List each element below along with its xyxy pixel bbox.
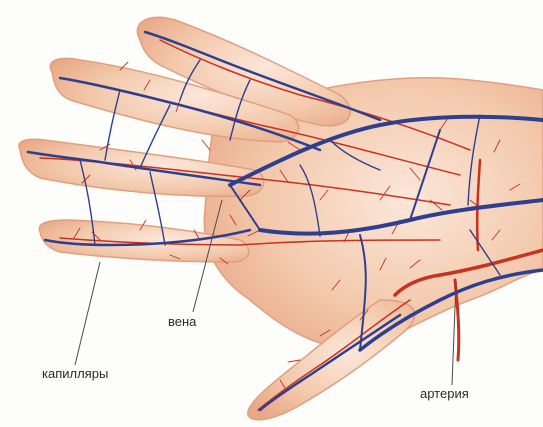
leader-capillaries bbox=[75, 262, 100, 365]
label-artery: артерия bbox=[420, 386, 469, 401]
hand-silhouette bbox=[19, 17, 543, 420]
label-vein: вена bbox=[168, 314, 196, 329]
label-capillaries: капилляры bbox=[42, 366, 108, 381]
